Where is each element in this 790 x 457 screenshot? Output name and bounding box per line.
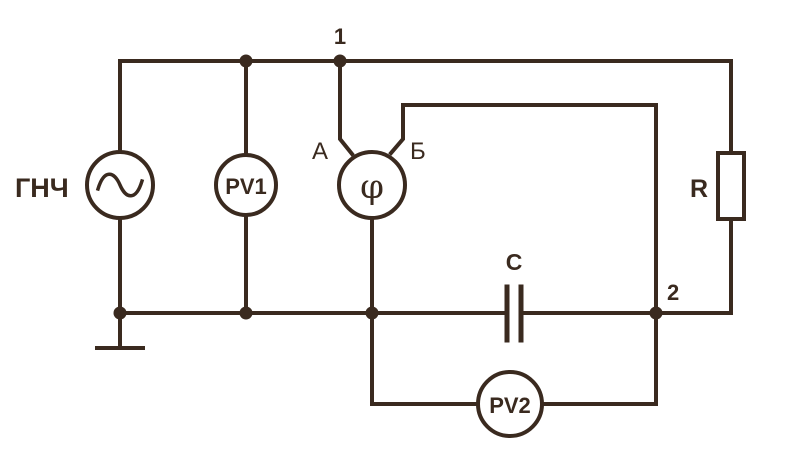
wire-phase-a	[338, 59, 355, 157]
pv2-label: PV2	[489, 393, 531, 418]
node-2-label: 2	[667, 280, 679, 305]
wire-phase-b	[388, 103, 658, 406]
voltmeter-pv1	[214, 153, 278, 217]
terminal-b-label: Б	[410, 138, 426, 165]
resistor-r	[716, 151, 746, 221]
phase-meter	[337, 150, 407, 220]
junction-node-2	[649, 306, 663, 320]
terminal-a-label: А	[312, 138, 328, 165]
generator-label: ГНЧ	[15, 173, 69, 203]
wire-bottom-rail-right	[520, 217, 733, 315]
node-1-label: 1	[334, 24, 346, 49]
junction-dot	[365, 306, 379, 320]
capacitor-label: C	[506, 249, 523, 275]
voltmeter-pv2	[476, 370, 544, 438]
capacitor-gap	[507, 290, 521, 336]
junction-dot	[113, 306, 127, 320]
junction-dot	[239, 54, 253, 68]
junction-dot	[239, 306, 253, 320]
pv1-label: PV1	[225, 174, 267, 199]
junction-node-1	[333, 54, 347, 68]
resistor-label: R	[690, 175, 708, 203]
sine-wave-icon	[95, 172, 145, 198]
phase-symbol: φ	[360, 167, 384, 207]
wire-top-rail	[118, 59, 733, 155]
